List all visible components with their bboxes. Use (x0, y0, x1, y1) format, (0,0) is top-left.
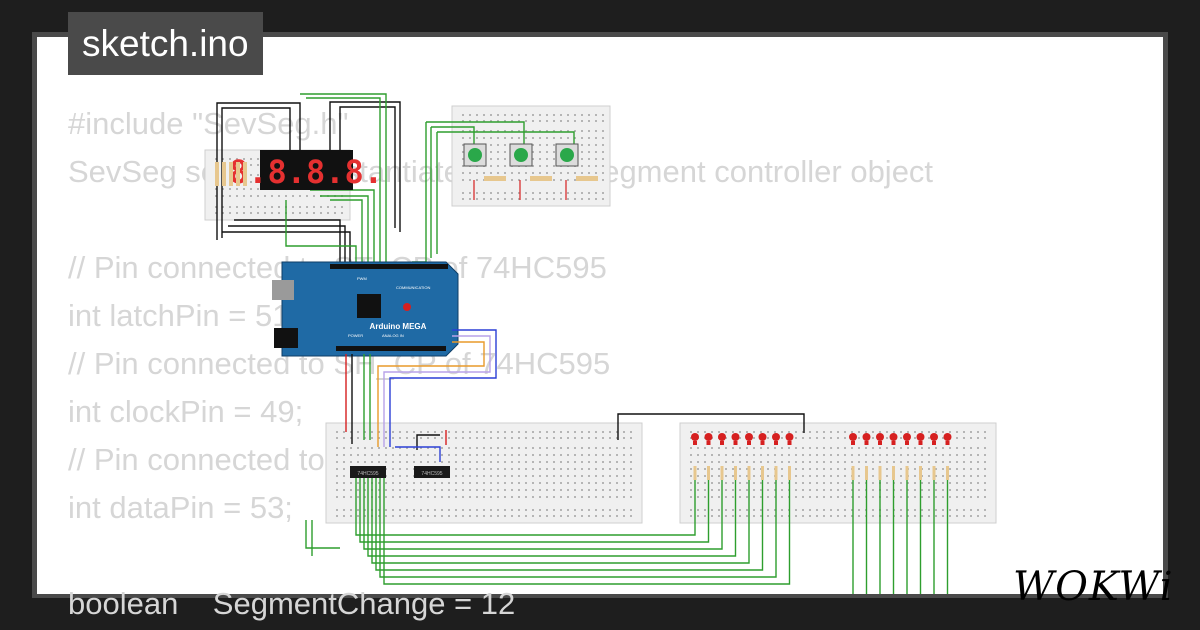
board-label-pwm: PWM (357, 276, 367, 281)
code-line: // Pin connected to SH_CP of 74HC595 (68, 346, 611, 381)
led (704, 433, 713, 441)
resistor (707, 466, 710, 480)
resistor (693, 466, 697, 480)
led (930, 433, 938, 441)
led (718, 433, 726, 441)
push-button[interactable] (468, 148, 482, 162)
preview-canvas: #include "SevSeg.h"SevSeg sevseg; //Inst… (37, 37, 1173, 621)
push-button[interactable] (560, 148, 574, 162)
board-label-communication: COMMUNICATION (396, 285, 430, 290)
led (862, 433, 871, 441)
resistor (865, 466, 868, 480)
resistor (878, 466, 882, 480)
led (943, 433, 952, 441)
resistor (946, 466, 949, 480)
board-name: Arduino MEGA (370, 322, 427, 331)
reset-button[interactable] (403, 303, 411, 311)
led (731, 433, 740, 441)
led (903, 433, 911, 441)
resistor (788, 466, 791, 480)
push-buttons (463, 143, 579, 167)
board-label-analog: ANALOG IN (382, 333, 404, 338)
arduino-mega-board[interactable]: Arduino MEGA PWM COMMUNICATION POWER ANA… (272, 261, 459, 357)
seven-segment-display (260, 150, 353, 190)
led-row (691, 433, 952, 480)
power-jack (274, 328, 298, 348)
led (691, 433, 699, 441)
push-button[interactable] (514, 148, 528, 162)
resistor (905, 466, 909, 480)
button-resistors (473, 176, 598, 200)
led (745, 433, 753, 441)
led (916, 433, 925, 441)
chip-label: 74HC595 (421, 471, 442, 477)
led (849, 433, 857, 441)
chip-label: 74HC595 (357, 471, 378, 477)
resistor (892, 466, 895, 480)
output-wires (305, 478, 949, 594)
led (785, 433, 794, 441)
usb-port (272, 280, 294, 300)
resistor (851, 466, 855, 480)
sketch-file-title[interactable]: sketch.ino (68, 12, 263, 75)
display-resistors (215, 162, 247, 186)
resistor (720, 466, 724, 480)
resistor (734, 466, 737, 480)
led (876, 433, 884, 441)
code-line: int clockPin = 49; (68, 394, 304, 429)
shift-register-chip (414, 466, 450, 478)
resistor (774, 466, 778, 480)
led (889, 433, 898, 441)
wokwi-logo: WOKWi (1013, 564, 1174, 610)
resistor (761, 466, 764, 480)
code-line: #include "SevSeg.h" (68, 106, 349, 141)
mcu-chip (357, 294, 381, 318)
resistor (932, 466, 936, 480)
led (772, 433, 780, 441)
control-wires (345, 329, 805, 462)
shift-register-chip (350, 466, 386, 478)
resistor (919, 466, 922, 480)
board-label-power: POWER (348, 333, 363, 338)
led (758, 433, 767, 441)
code-line: int dataPin = 53; (68, 490, 293, 525)
circuit-diagram: 8.8.8.8. (204, 93, 997, 594)
display-digits: 8.8.8.8. (229, 153, 383, 191)
resistor (747, 466, 751, 480)
code-line: boolean SegmentChange = 12 (68, 586, 516, 621)
